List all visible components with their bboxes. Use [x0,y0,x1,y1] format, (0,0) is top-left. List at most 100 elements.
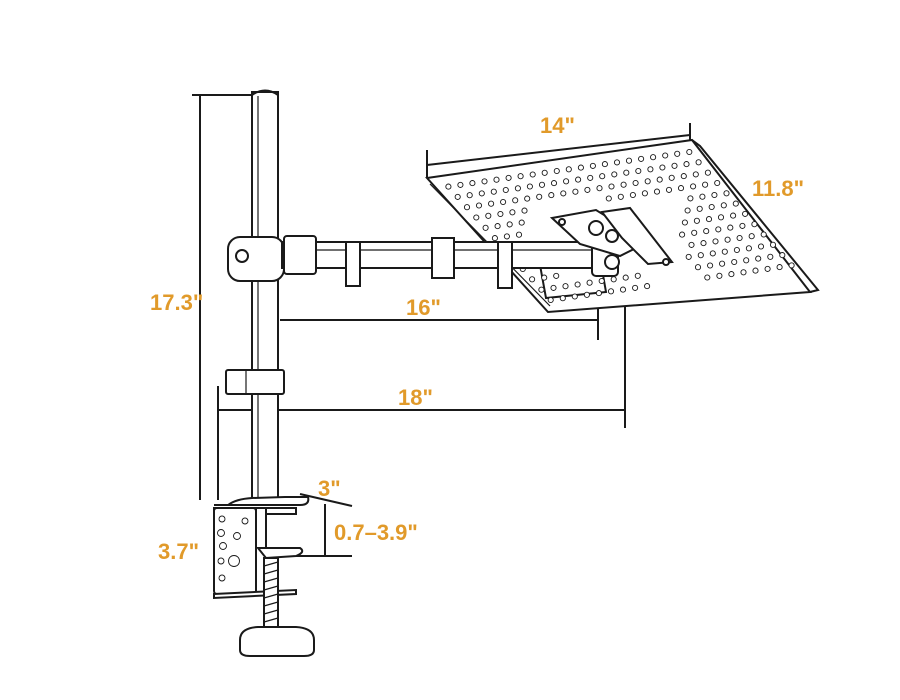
vent-hole [571,293,578,300]
vent-hole [475,202,483,209]
desk-clamp [213,496,315,657]
vent-hole [647,166,654,173]
vent-hole [494,223,501,230]
vent-hole [560,190,567,197]
ventilation-holes [445,148,795,304]
vent-hole [500,198,507,206]
vent-hole [687,195,694,202]
vent-hole [719,260,726,267]
vent-hole [538,181,546,188]
vent-hole [538,286,545,293]
vent-hole [684,207,691,214]
vent-hole [574,281,581,288]
vent-hole [727,224,734,231]
vent-hole [547,296,554,304]
vent-hole [482,224,489,231]
vent-hole [653,188,661,195]
vent-hole [584,186,591,193]
vent-hole [469,180,476,187]
vent-hole [536,193,543,200]
vent-hole [521,207,528,214]
vent-hole [668,174,675,181]
vent-hole [715,226,722,233]
vent-hole [625,157,633,164]
vent-hole [512,197,519,204]
vent-hole [740,269,747,276]
pole-height-label: 17.3" [150,290,204,315]
vent-hole [703,228,710,235]
vent-hole [553,167,560,175]
vent-hole [473,214,480,221]
vent-hole [707,262,714,269]
vent-hole [711,191,718,199]
total-reach-label: 18" [398,385,433,410]
vent-hole [553,272,560,279]
vent-hole [680,173,687,180]
vent-hole [714,179,721,187]
vent-hole [702,181,709,188]
clamp-depth-label: 3" [318,476,341,501]
vent-hole [586,279,593,286]
vent-hole [548,192,555,199]
vent-hole [497,210,504,218]
vent-hole [608,183,615,190]
vent-hole [563,178,570,185]
clamp-range-label: 0.7–3.9" [334,520,418,545]
vent-hole [490,188,497,195]
vent-hole [751,221,758,228]
vent-hole [635,167,642,175]
vent-hole [619,286,627,293]
vent-hole [743,257,750,264]
vent-hole [550,284,557,291]
vent-hole [622,274,629,281]
vent-hole [505,174,512,181]
vent-hole [686,148,693,156]
vent-hole [716,272,723,279]
vent-hole [720,202,727,209]
tray-depth-label: 11.8" [752,176,805,201]
vent-hole [683,161,690,168]
vent-hole [493,176,500,183]
vent-hole [685,253,692,260]
vent-hole [514,185,521,192]
vent-hole [620,181,627,188]
vent-hole [575,176,582,183]
vent-hole [776,264,783,271]
vent-hole [748,233,755,240]
vent-hole [704,169,711,176]
vent-hole [717,214,725,221]
vent-hole [629,191,636,199]
vent-hole [550,180,558,187]
vent-hole [491,235,498,242]
vent-hole [656,176,663,183]
vent-hole [731,258,738,266]
vent-hole [671,162,678,169]
vent-hole [742,210,749,217]
vent-hole [665,186,673,193]
vent-hole [688,241,695,248]
vent-hole [632,179,639,187]
vent-hole [662,152,669,159]
vent-hole [739,222,746,229]
vent-hole [694,264,702,271]
vent-hole [562,283,569,290]
vent-hole [650,154,657,161]
vent-hole [598,277,605,285]
vent-hole [457,181,464,188]
vent-hole [565,166,572,173]
vent-hole [599,173,606,180]
vent-hole [503,233,510,240]
vent-hole [481,178,488,185]
vent-hole [721,248,728,255]
vent-hole [595,290,602,297]
vent-hole [692,171,699,178]
vent-hole [454,193,461,200]
vent-hole [712,238,719,245]
vent-hole [697,252,704,259]
vent-hole [605,195,612,202]
vent-hole [764,265,771,272]
vent-hole [659,164,666,171]
vent-hole [524,195,531,202]
vent-hole [623,169,630,176]
